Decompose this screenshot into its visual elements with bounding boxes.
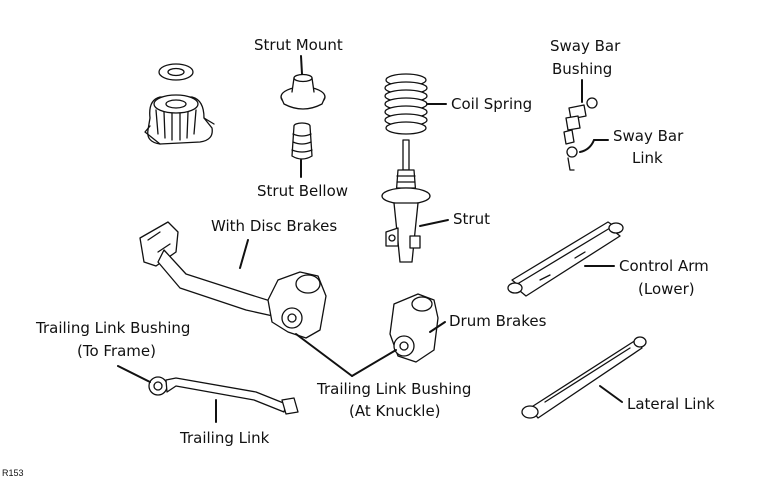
leader-trailing-link-bushing-frame [117,365,151,383]
label-sway-bar-link-line2: Link [632,149,663,167]
label-control-arm-line2: (Lower) [638,280,695,298]
lateral-link-part [521,336,647,419]
label-trailing-link-bushing-frame-line1: Trailing Link Bushing [35,319,190,337]
label-control-arm-line1: Control Arm [619,257,709,275]
label-trailing-link: Trailing Link [179,429,270,447]
label-coil-spring: Coil Spring [451,95,532,113]
labels: Strut Mount Sway Bar Bushing Coil Spring… [2,36,715,478]
leader-trailing-link-bushing-knuckle-1 [295,333,353,377]
label-lateral-link: Lateral Link [627,395,715,413]
figure-code: R153 [2,468,24,478]
label-drum-brakes: Drum Brakes [449,312,547,330]
leader-strut-mount [300,55,303,75]
label-strut-bellow: Strut Bellow [257,182,348,200]
strut-part [381,139,431,263]
coil-spring-part [384,73,428,135]
drum-brakes-part [389,293,439,363]
strut-bellow-part [291,122,313,160]
leader-with-disc-brakes [239,239,249,269]
upper-mount-assembly [144,63,215,145]
label-sway-bar-bushing-line2: Bushing [552,60,612,78]
label-strut-mount: Strut Mount [254,36,343,54]
leader-lines [117,55,623,423]
leader-lateral-link [599,385,623,403]
control-arm-part [507,221,624,297]
label-strut: Strut [453,210,490,228]
trailing-link-part [148,376,299,415]
strut-mount-part [280,73,326,110]
label-sway-bar-bushing-line1: Sway Bar [550,37,621,55]
label-trailing-link-bushing-knuckle-line1: Trailing Link Bushing [316,380,471,398]
label-sway-bar-link-line1: Sway Bar [613,127,684,145]
label-trailing-link-bushing-frame-line2: (To Frame) [77,342,156,360]
leader-sway-bar-link [579,139,609,153]
label-with-disc-brakes: With Disc Brakes [211,217,337,235]
leader-drum-brakes [429,321,446,333]
leader-strut [419,219,449,227]
axle-with-disc-brakes-part [139,221,327,339]
leader-trailing-link-bushing-knuckle-2 [351,349,397,377]
sway-bar-link-part [563,97,598,171]
label-trailing-link-bushing-knuckle-line2: (At Knuckle) [349,402,441,420]
